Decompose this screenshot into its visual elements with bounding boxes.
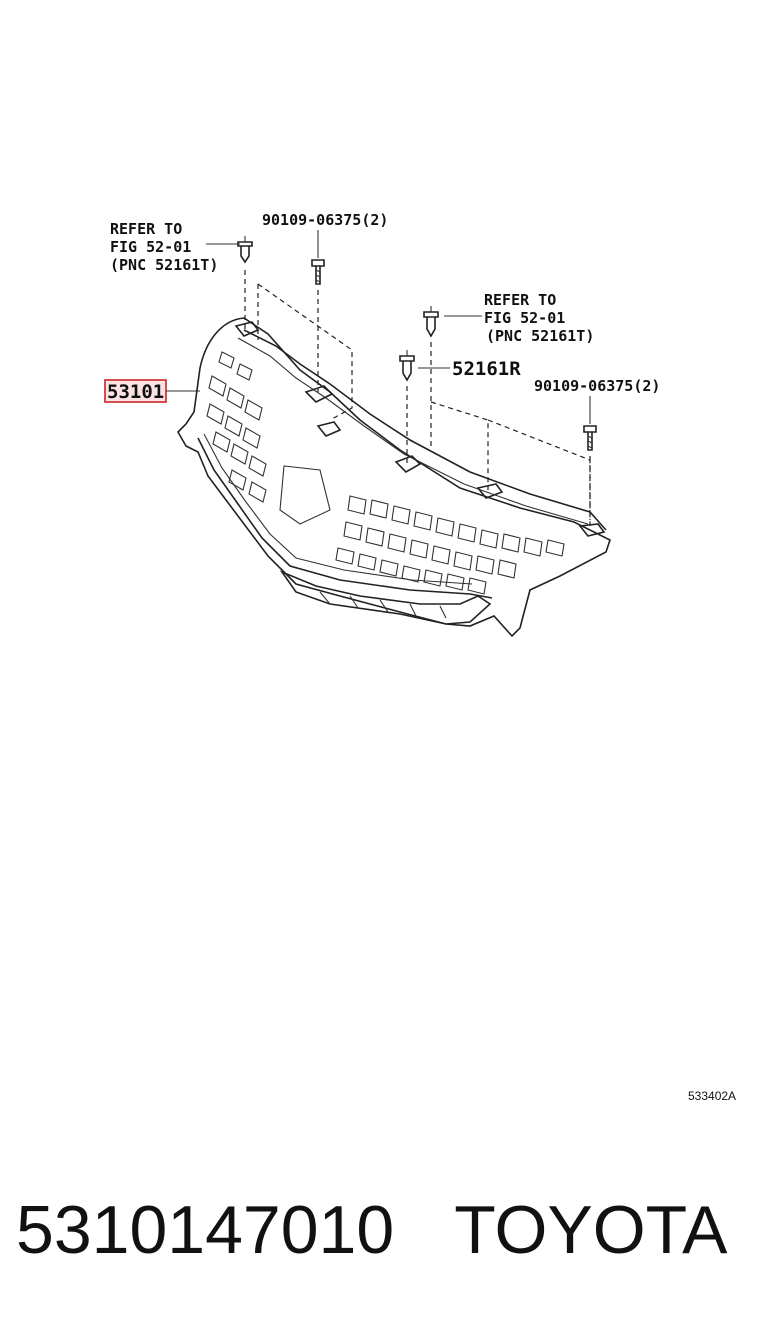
part-label-52161r[interactable]: 52161R (452, 358, 521, 380)
clip-icon-52161r (399, 350, 415, 382)
clip-icon-top-left (237, 236, 253, 264)
bolt-label-top: 90109-06375(2) (262, 211, 388, 229)
bolt-label-right: 90109-06375(2) (534, 377, 660, 395)
svg-text:REFER TO: REFER TO (484, 291, 556, 309)
leader-lines (166, 230, 591, 424)
radiator-grille-illustration (177, 317, 611, 638)
footer-caption: 5310147010 TOYOTA (16, 1190, 746, 1270)
footer-brand: TOYOTA (454, 1192, 728, 1268)
bolt-icon-right (583, 425, 597, 451)
svg-text:(PNC 52161T): (PNC 52161T) (486, 327, 594, 345)
footer-part-number: 5310147010 (16, 1192, 395, 1268)
svg-text:FIG 52-01: FIG 52-01 (484, 309, 565, 327)
svg-text:REFER TO: REFER TO (110, 220, 182, 238)
svg-text:(PNC 52161T): (PNC 52161T) (110, 256, 218, 274)
svg-text:FIG 52-01: FIG 52-01 (110, 238, 191, 256)
refer-label-top-left: REFER TO FIG 52-01 (PNC 52161T) (110, 220, 218, 274)
refer-label-top-right: REFER TO FIG 52-01 (PNC 52161T) (484, 291, 594, 345)
part-label-53101[interactable]: 53101 (107, 381, 164, 403)
bolt-icon-top (311, 259, 325, 285)
diagram-id: 533402A (688, 1089, 736, 1103)
clip-icon-top-right (423, 306, 439, 338)
